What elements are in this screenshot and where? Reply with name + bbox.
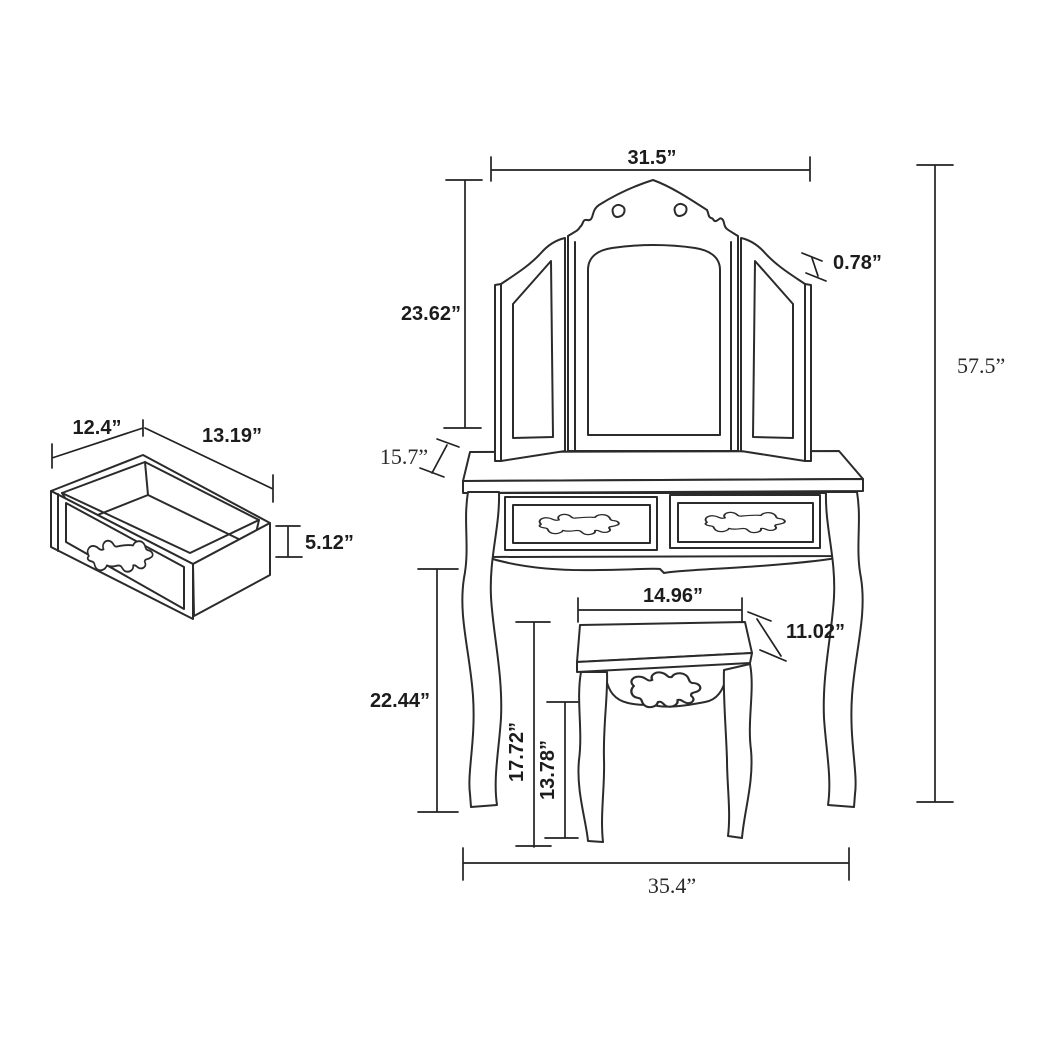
label-table-depth: 15.7” bbox=[380, 444, 428, 469]
trifold-mirror bbox=[494, 179, 812, 462]
label-drawer-depth: 12.4” bbox=[73, 417, 122, 439]
drawer-isometric bbox=[50, 454, 271, 620]
label-total-height: 57.5” bbox=[957, 353, 1005, 378]
dim-mirror-width: 31.5” bbox=[490, 147, 811, 182]
mirror-left-glass bbox=[512, 260, 554, 439]
label-mirror-width: 31.5” bbox=[628, 147, 677, 169]
table-apron-curve bbox=[485, 555, 847, 574]
label-stool-leg-height: 13.78” bbox=[537, 740, 559, 800]
table-drawer-left-frame bbox=[504, 496, 658, 551]
label-drawer-height: 5.12” bbox=[305, 532, 354, 554]
dim-table-width: 35.4” bbox=[462, 847, 850, 898]
mirror-right-wing bbox=[740, 237, 806, 462]
tabletop-edge bbox=[462, 478, 864, 494]
dim-stool-seat-depth: 11.02” bbox=[747, 611, 845, 662]
mirror-crest-hole-right bbox=[673, 202, 688, 217]
label-stool-seat-depth: 11.02” bbox=[786, 621, 845, 643]
dim-stool-leg-height: 13.78” bbox=[537, 701, 579, 839]
dim-drawer-depth: 12.4” bbox=[51, 417, 144, 469]
dim-stool-seat-width: 14.96” bbox=[577, 585, 743, 623]
label-drawer-width: 13.19” bbox=[202, 425, 262, 447]
mirror-right-glass bbox=[752, 260, 794, 439]
dim-table-leg-height: 22.44” bbox=[370, 568, 459, 813]
dim-mirror-thickness: 0.78” bbox=[801, 252, 882, 282]
label-mirror-height: 23.62” bbox=[401, 303, 461, 325]
table-leg-left bbox=[461, 491, 503, 808]
dimensions: 31.5” 23.62” 0.78” 57.5” 15.7” 22.44” 14… bbox=[51, 147, 1005, 898]
mirror-left-wing bbox=[500, 237, 566, 462]
label-table-leg-height: 22.44” bbox=[370, 690, 430, 712]
mirror-center-frame bbox=[567, 179, 739, 452]
table-drawer-right-frame bbox=[669, 494, 821, 549]
dim-drawer-height: 5.12” bbox=[275, 525, 354, 558]
stool-leg-right bbox=[722, 663, 753, 839]
dim-total-height: 57.5” bbox=[916, 164, 1005, 803]
stool-leg-left bbox=[577, 671, 609, 843]
mirror-right-wing-edge bbox=[804, 283, 812, 462]
label-stool-seat-width: 14.96” bbox=[643, 585, 703, 607]
mirror-center-glass bbox=[587, 244, 721, 436]
dim-mirror-height: 23.62” bbox=[401, 179, 483, 429]
dim-stool-height: 17.72” bbox=[506, 621, 552, 848]
stool bbox=[576, 621, 753, 843]
vanity-table bbox=[461, 179, 864, 808]
mirror-center-frame-inner-lines bbox=[574, 241, 732, 452]
mirror-crest-hole-left bbox=[611, 203, 626, 218]
mirror-left-wing-edge bbox=[494, 283, 502, 462]
stool-apron-ornament bbox=[630, 671, 702, 709]
table-leg-right bbox=[822, 491, 864, 808]
label-stool-height: 17.72” bbox=[506, 722, 528, 782]
stool-apron-curve bbox=[604, 673, 727, 708]
dim-drawer-width: 13.19” bbox=[144, 425, 274, 503]
label-table-width: 35.4” bbox=[648, 873, 696, 898]
label-mirror-thickness: 0.78” bbox=[833, 252, 882, 274]
dim-table-depth: 15.7” bbox=[380, 438, 460, 478]
stool-seat-band bbox=[576, 652, 753, 673]
